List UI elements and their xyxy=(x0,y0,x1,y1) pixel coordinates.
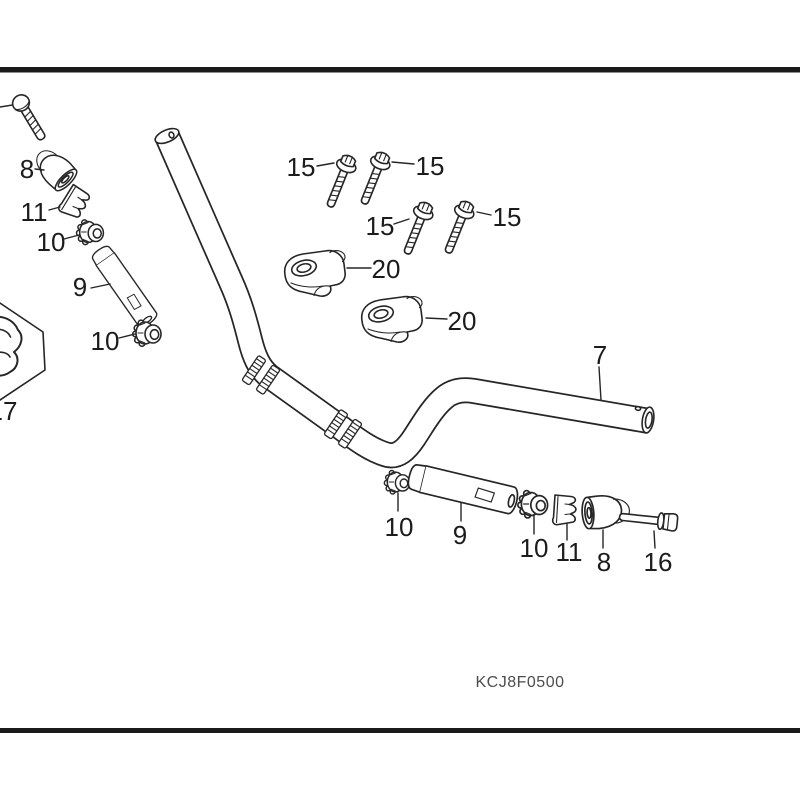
switch-assembly-part-17 xyxy=(0,302,46,401)
part-label: 11 xyxy=(21,197,48,227)
callout-17: 17 xyxy=(0,396,17,426)
flange-bolt-part-15-1 xyxy=(319,151,361,212)
part-label: 8 xyxy=(20,154,34,184)
callout-9-bottom: 9 xyxy=(453,502,467,550)
part-label: 20 xyxy=(448,306,477,336)
part-label: 15 xyxy=(493,202,522,232)
handlebar-part-7 xyxy=(154,127,655,469)
part-label: 9 xyxy=(453,520,467,550)
callout-10-left-lower: 10 xyxy=(91,326,136,356)
part-label: 7 xyxy=(593,340,607,370)
callout-11-bottom: 11 xyxy=(556,523,583,567)
part-label: 10 xyxy=(520,533,549,563)
callout-10-bottom-left: 10 xyxy=(385,492,414,542)
callout-20-lower: 20 xyxy=(425,306,477,336)
part-label: 8 xyxy=(597,547,611,577)
end-cap-part-8-bottom xyxy=(580,493,632,531)
handlebar-left-vent-hole xyxy=(168,131,175,139)
part-label: 10 xyxy=(37,227,66,257)
part-label: 15 xyxy=(416,151,445,181)
riser-clamp-part-20-lower xyxy=(360,295,423,343)
callout-15-row1-left: 15 xyxy=(287,152,335,182)
edge-leader-line xyxy=(0,104,14,108)
bracket-part-11-bottom xyxy=(551,494,577,526)
weight-part-9-bottom xyxy=(405,461,521,516)
lock-collar-part-10-bottom-left xyxy=(383,469,411,495)
bottom-rule xyxy=(0,728,800,733)
callout-11-left: 11 xyxy=(21,197,61,227)
flange-bolt-part-15-4 xyxy=(437,197,479,258)
part-label: 17 xyxy=(0,396,17,426)
socket-bolt-top-left xyxy=(8,90,51,145)
part-label: 9 xyxy=(73,272,87,302)
handlebar-right-vent-hole xyxy=(634,405,642,412)
callout-10-bottom-right: 10 xyxy=(520,515,549,563)
part-label: 16 xyxy=(644,547,673,577)
callout-15-row2-left: 15 xyxy=(366,211,410,241)
top-rule xyxy=(0,67,800,73)
callout-16: 16 xyxy=(644,530,673,577)
part-label: 10 xyxy=(91,326,120,356)
lock-collar-part-10-left-upper xyxy=(75,219,105,246)
lock-collar-part-10-bottom-right xyxy=(517,489,549,519)
part-label: 15 xyxy=(366,211,395,241)
callout-15-row1-right: 15 xyxy=(391,151,445,181)
flange-bolt-part-15-2 xyxy=(353,148,395,209)
part-label: 11 xyxy=(556,537,583,567)
flange-bolt-part-15-3 xyxy=(396,198,438,259)
callout-7: 7 xyxy=(593,340,607,401)
part-label: 20 xyxy=(372,254,401,284)
figure-code: KCJ8F0500 xyxy=(476,674,565,691)
part-label: 10 xyxy=(385,512,414,542)
callout-8-bottom: 8 xyxy=(597,529,611,577)
callouts: 8 11 10 9 10 17 15 15 1 xyxy=(0,151,672,577)
callout-15-row2-right: 15 xyxy=(476,202,522,232)
hex-bolt-part-16 xyxy=(617,507,679,533)
part-label: 15 xyxy=(287,152,316,182)
callout-20-upper: 20 xyxy=(346,254,401,284)
callout-10-left-upper: 10 xyxy=(37,227,80,257)
riser-clamp-part-20-upper xyxy=(283,249,346,297)
callout-9-left: 9 xyxy=(73,272,111,302)
callout-8-left: 8 xyxy=(20,154,45,184)
